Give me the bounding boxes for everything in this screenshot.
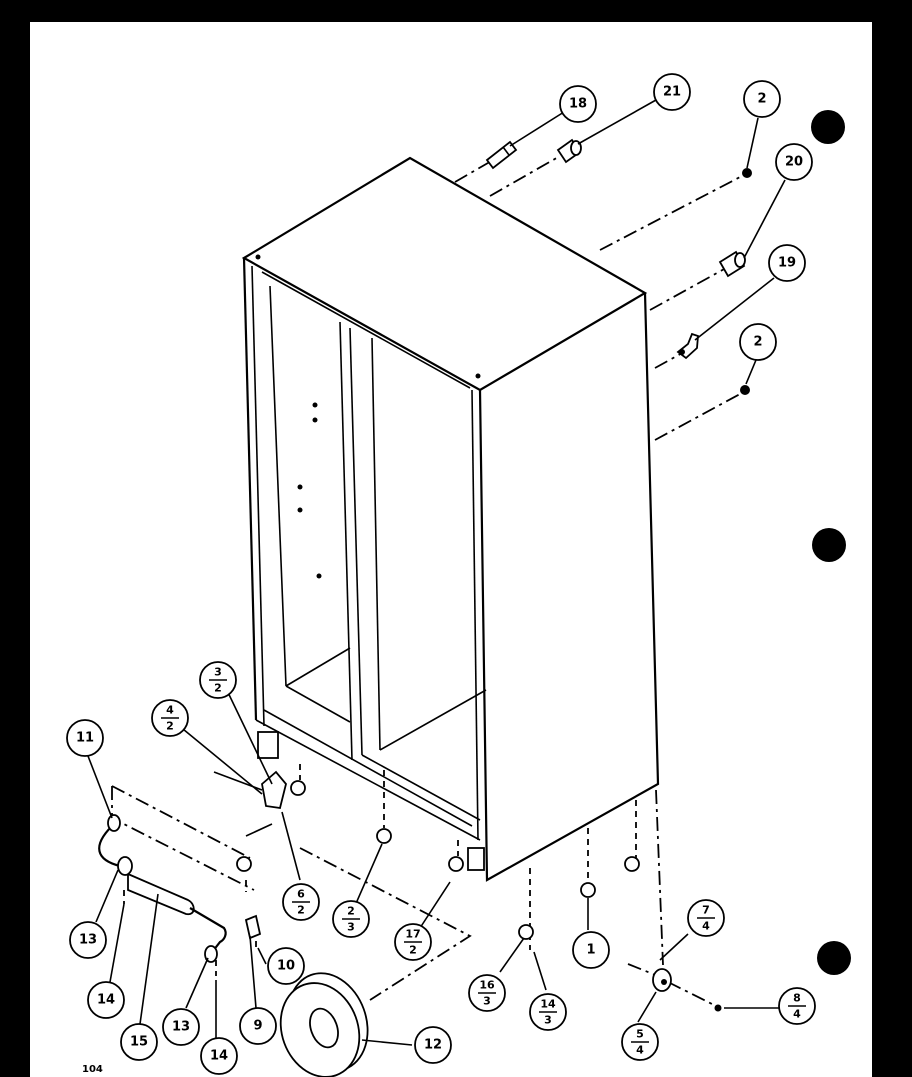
callout-label: 21 — [663, 85, 681, 100]
callout-numerator: 4 — [166, 704, 174, 717]
page-number: 104 — [82, 1064, 103, 1075]
callout-label: 1 — [586, 943, 595, 958]
part-11-tube-icon — [98, 814, 121, 868]
part-21-icon — [556, 138, 582, 164]
callout-15: 15 — [120, 1023, 158, 1061]
callout-label: 10 — [277, 959, 295, 974]
callout-20: 20 — [775, 143, 813, 181]
callout-denominator: 4 — [793, 1008, 801, 1021]
callout-14-over-3: 14 3 — [529, 993, 567, 1031]
callout-16-over-3: 16 3 — [468, 974, 506, 1012]
part-9-clip-icon — [244, 914, 262, 940]
callout-14-left: 14 — [87, 981, 125, 1019]
callout-11: 11 — [66, 719, 104, 757]
callout-denominator: 3 — [483, 995, 491, 1008]
callout-denominator: 2 — [166, 720, 174, 733]
callout-2-top: 2 — [743, 80, 781, 118]
callout-label: 13 — [79, 933, 97, 948]
callout-label: 14 — [97, 993, 115, 1008]
punch-hole-top — [811, 110, 845, 144]
part-12-insulation-icon — [279, 972, 369, 1077]
part-2-right-screw-icon — [740, 385, 750, 395]
callout-3-over-2: 3 2 — [199, 661, 237, 699]
callout-6-over-2: 6 2 — [282, 883, 320, 921]
part-19-icon — [676, 332, 699, 360]
callout-label: 9 — [253, 1019, 262, 1034]
leveling-legs-icon — [236, 780, 640, 940]
extension-lines — [111, 155, 743, 1007]
callout-label: 2 — [757, 92, 766, 107]
callout-denominator: 3 — [347, 921, 355, 934]
callout-label: 12 — [424, 1038, 442, 1053]
callout-numerator: 3 — [214, 666, 222, 679]
callout-label: 14 — [210, 1049, 228, 1064]
callout-13-left: 13 — [69, 921, 107, 959]
callout-numerator: 2 — [347, 905, 355, 918]
callout-denominator: 3 — [544, 1014, 552, 1027]
callout-numerator: 16 — [479, 979, 495, 992]
punch-hole-middle — [812, 528, 846, 562]
cabinet-shell — [241, 156, 660, 882]
callout-label: 11 — [76, 731, 94, 746]
callout-13-right: 13 — [162, 1008, 200, 1046]
part-18-icon — [485, 140, 518, 170]
callout-2-over-3: 2 3 — [332, 900, 370, 938]
callout-label: 19 — [778, 256, 796, 271]
callout-label: 18 — [569, 97, 587, 112]
callout-denominator: 4 — [702, 920, 710, 933]
callout-numerator: 6 — [297, 888, 305, 901]
callout-numerator: 14 — [540, 998, 556, 1011]
callout-numerator: 17 — [405, 928, 420, 941]
callout-7-over-4: 7 4 — [687, 899, 725, 937]
part-8-screw-icon — [714, 1004, 722, 1012]
punch-hole-bottom — [817, 941, 851, 975]
callout-12: 12 — [414, 1026, 452, 1064]
part-3-bracket-icon — [213, 770, 287, 837]
callout-denominator: 2 — [409, 944, 417, 957]
callout-19: 19 — [768, 244, 806, 282]
callout-1: 1 — [572, 931, 610, 969]
callout-4-over-2: 4 2 — [151, 699, 189, 737]
callout-numerator: 5 — [636, 1028, 644, 1041]
part-20-icon — [718, 250, 746, 278]
part-2-top-screw-icon — [742, 168, 752, 178]
callout-denominator: 4 — [636, 1044, 644, 1057]
callout-17-over-2: 17 2 — [394, 923, 432, 961]
callout-18: 18 — [559, 85, 597, 123]
callout-5-over-4: 5 4 — [621, 1023, 659, 1061]
callout-numerator: 8 — [793, 992, 801, 1005]
leader-lines — [87, 99, 786, 1046]
callout-label: 13 — [172, 1020, 190, 1035]
callout-2-right: 2 — [739, 323, 777, 361]
callout-9: 9 — [239, 1007, 277, 1045]
callout-numerator: 7 — [702, 904, 710, 917]
callout-label: 2 — [753, 335, 762, 350]
callout-denominator: 2 — [297, 904, 305, 917]
callout-10: 10 — [267, 947, 305, 985]
callout-21: 21 — [653, 73, 691, 111]
part-5-roller-icon — [652, 968, 672, 992]
callout-denominator: 2 — [214, 682, 222, 695]
part-15-heater-icon — [117, 856, 227, 963]
callout-8-over-4: 8 4 — [778, 987, 816, 1025]
callout-label: 20 — [785, 155, 803, 170]
callout-14-right: 14 — [200, 1037, 238, 1075]
callout-label: 15 — [130, 1035, 148, 1050]
